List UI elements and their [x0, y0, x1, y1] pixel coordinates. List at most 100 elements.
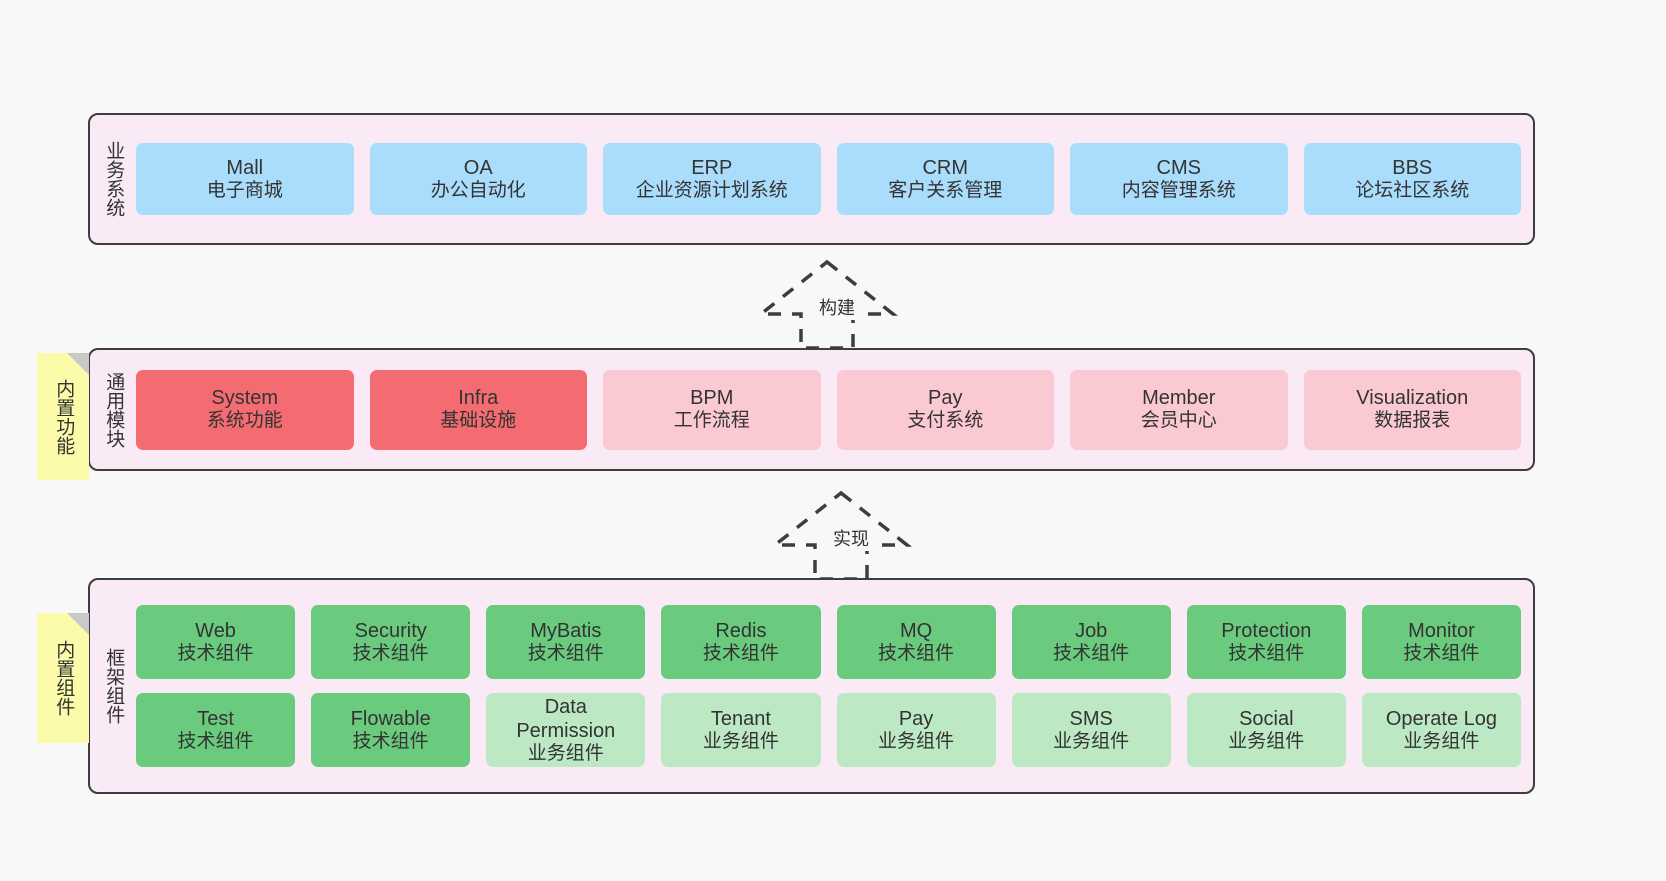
card-desc: 技术组件	[1053, 642, 1130, 664]
sticky-note-builtin-components: 内置组件	[37, 613, 89, 743]
connector-label-build: 构建	[817, 294, 857, 320]
connector-implement: 实现	[769, 489, 913, 581]
card-cms[interactable]: CMS 内容管理系统	[1070, 143, 1288, 215]
layer-title-business: 业务系统	[103, 141, 125, 217]
card-desc: 技术组件	[1228, 642, 1305, 664]
card-bpm[interactable]: BPM 工作流程	[603, 369, 821, 450]
card-desc: 论坛社区系统	[1355, 179, 1470, 201]
card-title: BPM	[690, 387, 734, 410]
card-title: Mall	[226, 156, 264, 179]
card-title: Infra	[458, 387, 499, 410]
layer-title-common: 通用模块	[103, 371, 125, 448]
card-security[interactable]: Security 技术组件	[311, 605, 471, 679]
card-title: Web	[195, 619, 236, 642]
card-title: ERP	[691, 156, 733, 179]
card-data-permission[interactable]: Data Permission 业务组件	[486, 693, 646, 767]
card-title: Tenant	[710, 707, 771, 730]
card-desc: 电子商城	[206, 179, 283, 201]
card-title: Test	[197, 707, 234, 730]
card-protection[interactable]: Protection 技术组件	[1186, 605, 1346, 679]
card-desc: 客户关系管理	[888, 179, 1003, 201]
card-mq[interactable]: MQ 技术组件	[836, 605, 996, 679]
layer-title-framework: 框架组件	[103, 648, 125, 724]
card-mybatis[interactable]: MyBatis 技术组件	[486, 605, 646, 679]
card-redis[interactable]: Redis 技术组件	[661, 605, 821, 679]
card-desc: 技术组件	[1403, 642, 1480, 664]
card-member[interactable]: Member 会员中心	[1070, 369, 1288, 450]
card-desc: 技术组件	[352, 730, 429, 752]
card-desc: 技术组件	[352, 642, 429, 664]
card-desc: 业务组件	[1228, 730, 1305, 752]
card-desc: 技术组件	[702, 642, 779, 664]
card-title: CMS	[1156, 156, 1201, 179]
card-title: CRM	[922, 156, 969, 179]
card-test[interactable]: Test 技术组件	[136, 693, 296, 767]
layer-common-module: 通用模块 System 系统功能 Infra 基础设施 BPM 工作流程 Pay…	[88, 348, 1535, 471]
card-title: Redis	[715, 619, 767, 642]
card-operate-log[interactable]: Operate Log 业务组件	[1361, 693, 1521, 767]
card-title: Job	[1075, 619, 1108, 642]
row-biz-components: Test 技术组件 Flowable 技术组件 Data Permission …	[136, 693, 1521, 767]
card-job[interactable]: Job 技术组件	[1011, 605, 1171, 679]
card-title: Visualization	[1356, 387, 1469, 410]
card-desc: 业务组件	[527, 742, 604, 764]
layer-business-system: 业务系统 Mall 电子商城 OA 办公自动化 ERP 企业资源计划系统 CRM…	[88, 113, 1535, 245]
card-mall[interactable]: Mall 电子商城	[136, 143, 354, 215]
card-pay-module[interactable]: Pay 支付系统	[836, 369, 1054, 450]
card-title: Operate Log	[1385, 707, 1498, 730]
card-monitor[interactable]: Monitor 技术组件	[1361, 605, 1521, 679]
card-desc: 支付系统	[907, 410, 984, 432]
card-tenant[interactable]: Tenant 业务组件	[661, 693, 821, 767]
card-system[interactable]: System 系统功能	[136, 369, 354, 450]
card-desc: 业务组件	[702, 730, 779, 752]
row-business-systems: Mall 电子商城 OA 办公自动化 ERP 企业资源计划系统 CRM 客户关系…	[136, 143, 1521, 215]
card-crm[interactable]: CRM 客户关系管理	[836, 143, 1054, 215]
card-desc: 技术组件	[878, 642, 955, 664]
card-desc: 数据报表	[1374, 410, 1451, 432]
row-tech-components: Web 技术组件 Security 技术组件 MyBatis 技术组件 Redi…	[136, 605, 1521, 679]
connector-label-implement: 实现	[831, 525, 871, 551]
card-title: SMS	[1069, 707, 1113, 730]
card-flowable[interactable]: Flowable 技术组件	[311, 693, 471, 767]
sticky-note-label: 内置组件	[53, 640, 75, 716]
card-social[interactable]: Social 业务组件	[1186, 693, 1346, 767]
card-sms[interactable]: SMS 业务组件	[1011, 693, 1171, 767]
card-title: System	[211, 387, 279, 410]
card-title: Protection	[1221, 619, 1312, 642]
card-visualization[interactable]: Visualization 数据报表	[1303, 369, 1521, 450]
card-title: MQ	[899, 619, 933, 642]
card-desc: 技术组件	[177, 730, 254, 752]
layer-framework-component: 框架组件 Web 技术组件 Security 技术组件 MyBatis 技术组件…	[88, 578, 1535, 794]
card-desc: 业务组件	[878, 730, 955, 752]
card-title: Pay	[928, 387, 963, 410]
card-web[interactable]: Web 技术组件	[136, 605, 296, 679]
card-title: Monitor	[1408, 619, 1475, 642]
card-pay-component[interactable]: Pay 业务组件	[836, 693, 996, 767]
card-desc: 内容管理系统	[1121, 179, 1236, 201]
layer-body-business: Mall 电子商城 OA 办公自动化 ERP 企业资源计划系统 CRM 客户关系…	[136, 115, 1533, 243]
card-desc: 业务组件	[1053, 730, 1130, 752]
card-desc: 企业资源计划系统	[635, 179, 788, 201]
card-title: Member	[1142, 387, 1216, 410]
card-desc: 技术组件	[177, 642, 254, 664]
layer-body-common: System 系统功能 Infra 基础设施 BPM 工作流程 Pay 支付系统…	[136, 350, 1533, 469]
card-title: Social	[1239, 707, 1294, 730]
sticky-note-label: 内置功能	[53, 378, 75, 455]
card-desc: 办公自动化	[430, 179, 526, 201]
card-title: Pay	[898, 707, 934, 730]
card-oa[interactable]: OA 办公自动化	[369, 143, 587, 215]
card-desc: 系统功能	[206, 410, 283, 432]
card-title: Data Permission	[516, 695, 616, 742]
card-title: Security	[354, 619, 427, 642]
card-desc: 工作流程	[673, 410, 750, 432]
card-desc: 业务组件	[1403, 730, 1480, 752]
connector-build: 构建	[755, 258, 899, 350]
card-title: OA	[463, 156, 493, 179]
card-bbs[interactable]: BBS 论坛社区系统	[1303, 143, 1521, 215]
card-desc: 会员中心	[1140, 410, 1217, 432]
card-infra[interactable]: Infra 基础设施	[369, 369, 587, 450]
card-erp[interactable]: ERP 企业资源计划系统	[603, 143, 821, 215]
card-title: Flowable	[350, 707, 431, 730]
card-title: MyBatis	[530, 619, 602, 642]
